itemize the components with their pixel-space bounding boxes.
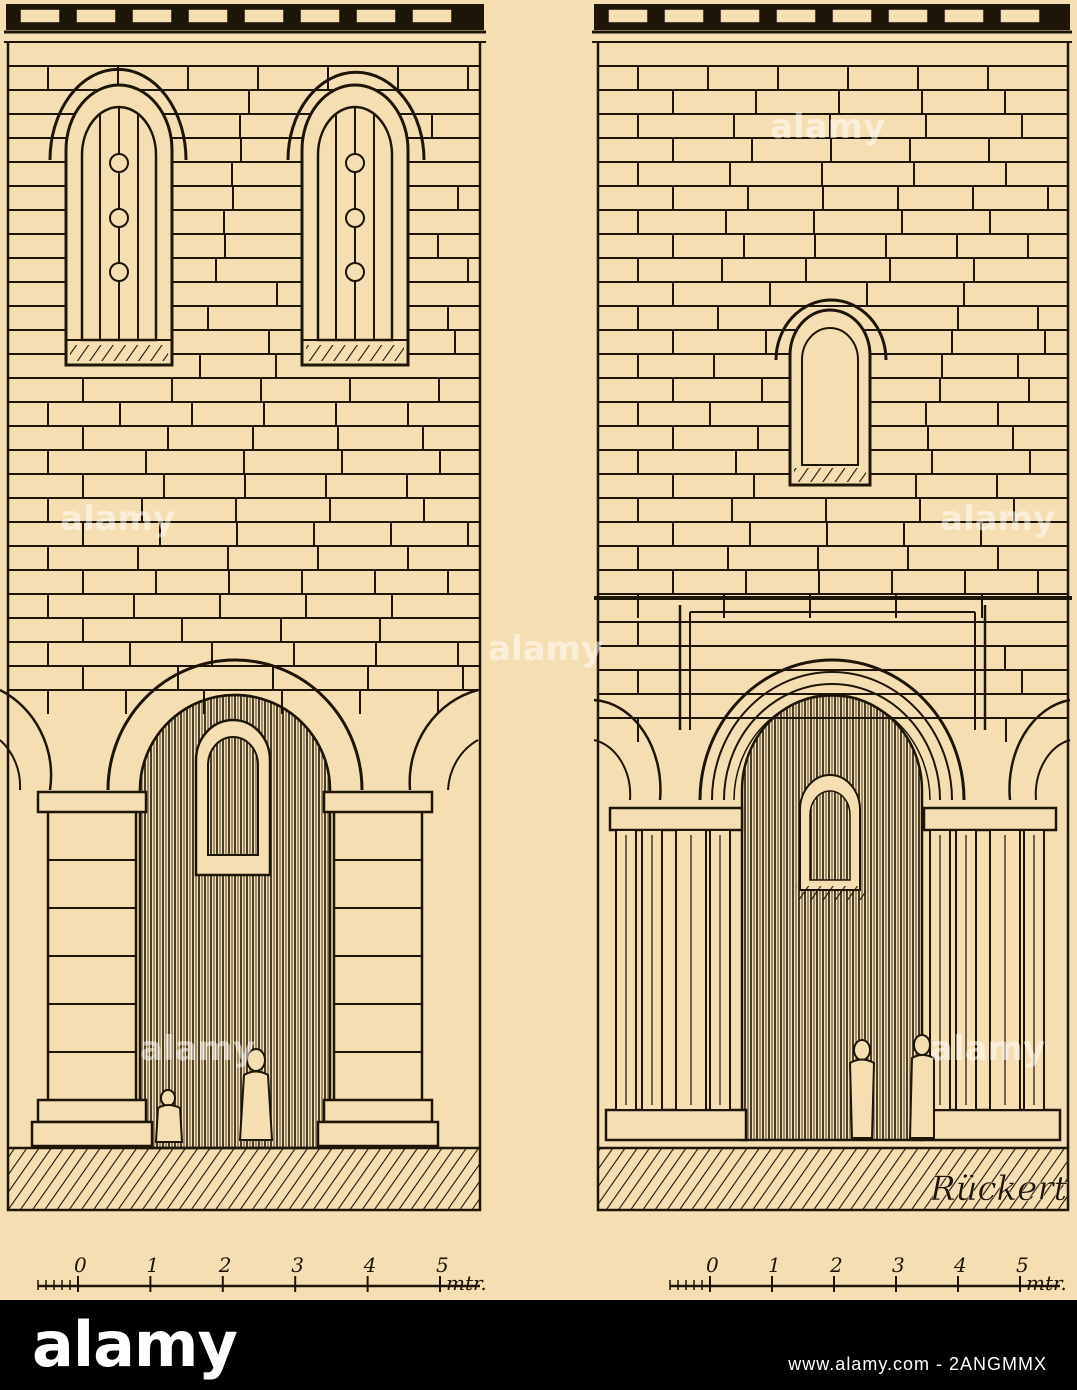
- right-upper-window: [774, 298, 888, 487]
- scale-number: 1: [146, 1253, 159, 1277]
- left-upper-window-1: [48, 67, 188, 367]
- left-cornice: [4, 4, 486, 43]
- watermark: alamy: [140, 1029, 255, 1069]
- scale-number: 4: [363, 1253, 377, 1277]
- scale-number: 4: [953, 1253, 967, 1277]
- watermark: alamy: [60, 499, 175, 539]
- scale-number: 3: [892, 1253, 905, 1277]
- watermark: alamy: [930, 1029, 1045, 1069]
- scale-number: 0: [706, 1253, 719, 1277]
- scale-number: 3: [291, 1253, 304, 1277]
- right-human-figure-1: [848, 1039, 876, 1139]
- scale-number: 5: [436, 1253, 449, 1277]
- alamy-logo: alamy: [32, 1308, 238, 1381]
- left-arcade: [0, 658, 479, 1150]
- left-human-figure: [238, 1048, 274, 1141]
- right-ground: [596, 1146, 1070, 1212]
- scale-unit: mtr.: [1026, 1271, 1067, 1295]
- watermark: alamy: [488, 629, 603, 669]
- right-human-figure-2: [908, 1034, 935, 1139]
- left-upper-window-2: [286, 70, 426, 367]
- scale-number: 5: [1016, 1253, 1029, 1277]
- left-ground: [6, 1146, 482, 1212]
- scale-number: 0: [74, 1253, 87, 1277]
- artist-signature: Rückert: [929, 1169, 1068, 1209]
- right-masonry: [598, 65, 1068, 742]
- right-cornice: [592, 4, 1072, 43]
- stock-footer-bar: alamy www.alamy.com - 2ANGMMX: [0, 1300, 1077, 1390]
- scale-number: 1: [768, 1253, 781, 1277]
- image-id-label: www.alamy.com - 2ANGMMX: [788, 1354, 1047, 1374]
- scale-number: 2: [829, 1253, 843, 1277]
- scale-number: 2: [218, 1253, 232, 1277]
- watermark: alamy: [770, 107, 885, 147]
- watermark: alamy: [940, 499, 1055, 539]
- right-arcade: [593, 658, 1071, 1142]
- left-small-figure: [154, 1089, 184, 1143]
- scale-unit: mtr.: [446, 1271, 487, 1295]
